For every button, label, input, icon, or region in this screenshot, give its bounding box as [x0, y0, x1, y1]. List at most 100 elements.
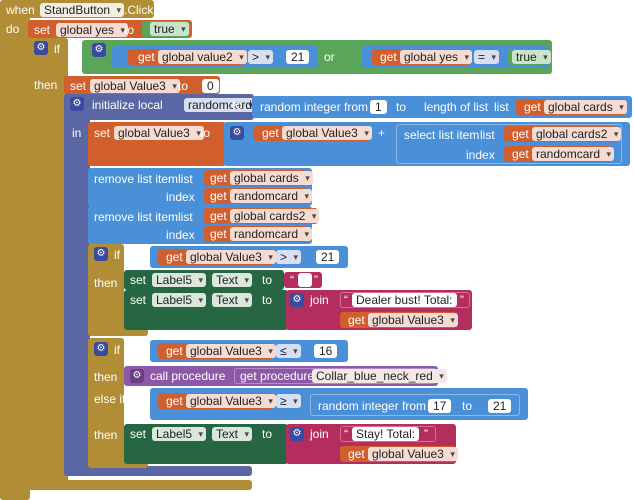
number-field[interactable]: 16: [314, 344, 338, 358]
if-label: if: [54, 42, 60, 56]
gear-icon[interactable]: ⚙: [290, 293, 304, 307]
var-dropdown[interactable]: global Value3: [90, 79, 180, 93]
remove-label: remove list item: [94, 210, 179, 224]
gear-icon[interactable]: ⚙: [34, 41, 48, 55]
set-label: set: [34, 23, 51, 37]
else-if-label: else if: [94, 392, 126, 406]
var-dropdown[interactable]: global Value3: [114, 126, 204, 140]
component-dropdown[interactable]: StandButton: [40, 3, 125, 17]
property-dropdown[interactable]: Text: [212, 427, 253, 441]
component-dropdown[interactable]: Label5: [152, 427, 207, 441]
true-dropdown[interactable]: true: [512, 50, 551, 64]
var-dropdown[interactable]: global cards: [230, 171, 313, 185]
var-dropdown[interactable]: randomcard: [532, 147, 615, 161]
then-label: then: [94, 276, 118, 290]
number-field[interactable]: 21: [286, 50, 310, 64]
join-label: join: [310, 293, 329, 307]
operator-dropdown[interactable]: ≤: [276, 344, 301, 358]
text-field[interactable]: [298, 273, 312, 287]
local-block[interactable]: [64, 94, 90, 476]
index-label: index: [166, 228, 195, 242]
list-label: list: [178, 172, 193, 186]
var-dropdown[interactable]: global cards2: [532, 127, 622, 141]
get-label: get: [210, 209, 227, 223]
get-label: get: [524, 100, 541, 114]
gear-icon[interactable]: ⚙: [230, 126, 244, 140]
true-dropdown[interactable]: true: [150, 22, 189, 36]
join-label: join: [310, 427, 329, 441]
list-label: list: [494, 100, 509, 114]
select-label: select list item: [404, 128, 480, 142]
if-block-1-bottom[interactable]: [28, 480, 252, 490]
component-dropdown[interactable]: Label5: [152, 293, 207, 307]
local-bottom[interactable]: [64, 466, 252, 476]
var-dropdown[interactable]: global Value3: [186, 344, 276, 358]
gear-icon[interactable]: ⚙: [94, 342, 108, 356]
procedure-dropdown[interactable]: Collar_blue_neck_red: [312, 369, 447, 383]
get-label: get: [210, 227, 227, 241]
operator-dropdown[interactable]: =: [474, 50, 500, 64]
operator-dropdown[interactable]: >: [248, 50, 274, 64]
quote-icon: ”: [424, 427, 428, 441]
if-block-3[interactable]: [88, 338, 124, 468]
if-block-3-bottom[interactable]: [88, 460, 148, 468]
gear-icon[interactable]: ⚙: [92, 43, 106, 57]
random-label: random integer from: [260, 100, 369, 114]
length-label: length of list: [424, 100, 489, 114]
if-block-2-bottom[interactable]: [88, 328, 148, 336]
var-dropdown[interactable]: global cards: [544, 100, 627, 114]
var-dropdown[interactable]: global cards2: [230, 209, 320, 223]
get-label: get: [512, 147, 529, 161]
to-label: to: [124, 23, 135, 37]
gear-icon[interactable]: ⚙: [130, 369, 144, 383]
plus-label: +: [378, 126, 386, 140]
number-field[interactable]: 0: [202, 79, 219, 93]
set-label: set: [70, 79, 87, 93]
property-dropdown[interactable]: Text: [212, 293, 253, 307]
random-integer-block[interactable]: [310, 394, 520, 416]
set-label: set: [130, 293, 147, 307]
quote-icon: “: [344, 293, 348, 307]
if-label: if: [114, 248, 120, 262]
var-dropdown[interactable]: randomcard: [230, 227, 313, 241]
then-label: then: [94, 428, 118, 442]
set-label: set: [94, 126, 111, 140]
event-block[interactable]: [0, 0, 30, 500]
var-dropdown[interactable]: randomcard: [230, 189, 313, 203]
property-dropdown[interactable]: Text: [212, 273, 253, 287]
if-block-1[interactable]: [28, 38, 68, 490]
call-label: call procedure: [150, 369, 226, 383]
var-dropdown[interactable]: global Value3: [186, 250, 276, 264]
var-dropdown[interactable]: global yes: [400, 50, 473, 64]
operator-dropdown[interactable]: >: [276, 250, 302, 264]
var-dropdown[interactable]: global Value3: [368, 447, 458, 461]
var-dropdown[interactable]: global value2: [158, 50, 247, 64]
operator-dropdown[interactable]: ≥: [276, 394, 301, 408]
text-field[interactable]: Dealer bust! Total:: [352, 293, 457, 307]
then-label: then: [94, 370, 118, 384]
gear-icon[interactable]: ⚙: [290, 427, 304, 441]
getproc-label: get procedure: [240, 369, 315, 383]
var-dropdown[interactable]: global yes: [56, 23, 129, 37]
gear-icon[interactable]: ⚙: [94, 247, 108, 261]
set-label: set: [130, 273, 147, 287]
list-label: list: [480, 128, 495, 142]
number-field[interactable]: 21: [488, 399, 512, 413]
index-label: index: [166, 190, 195, 204]
component-dropdown[interactable]: Label5: [152, 273, 207, 287]
get-label: get: [166, 394, 183, 408]
to-label: to: [200, 126, 211, 140]
text-field[interactable]: Stay! Total:: [352, 427, 420, 441]
to-label: to: [232, 98, 243, 112]
var-dropdown[interactable]: global Value3: [368, 313, 458, 327]
var-dropdown[interactable]: global Value3: [282, 126, 372, 140]
get-label: get: [166, 344, 183, 358]
gear-icon[interactable]: ⚙: [70, 97, 84, 111]
number-field[interactable]: 1: [370, 100, 387, 114]
number-field[interactable]: 21: [316, 250, 340, 264]
var-dropdown[interactable]: global Value3: [186, 394, 276, 408]
number-field[interactable]: 17: [428, 399, 452, 413]
to-label: to: [178, 79, 189, 93]
local-name-field[interactable]: randomcard: [184, 98, 257, 112]
if-label: if: [114, 343, 120, 357]
